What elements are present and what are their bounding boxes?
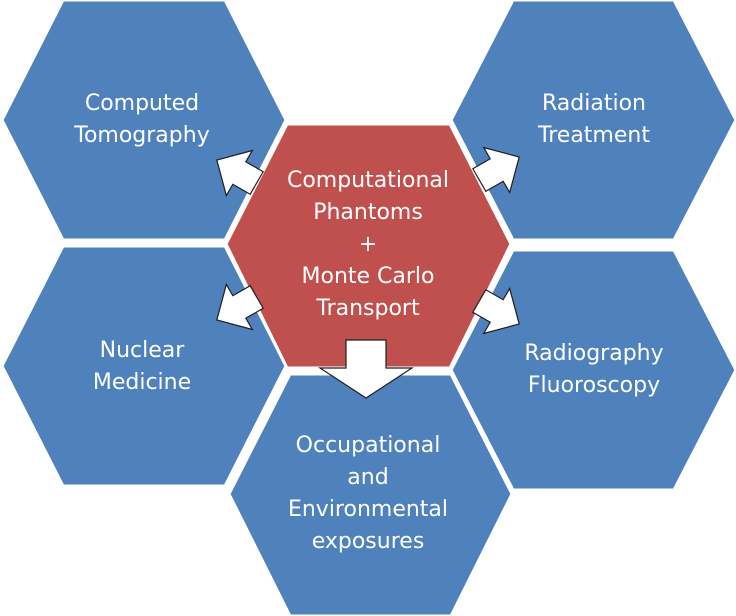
label-center: Computational Phantoms + Monte Carlo Tra… [286, 168, 449, 321]
arrow-to-radiation-treatment [472, 146, 520, 195]
arrow-to-occupational-environmental [317, 339, 415, 399]
label-occupational-environmental: Occupational and Environmental exposures [287, 433, 449, 554]
hexagon-radiation-treatment [449, 0, 736, 242]
arrow-to-radiography-fluoroscopy [472, 286, 520, 335]
label-nuclear-medicine: Nuclear Medicine [92, 338, 192, 395]
label-radiography-fluoroscopy: Radiography Fluoroscopy [524, 341, 664, 398]
arrow-to-nuclear-medicine [216, 282, 264, 331]
hexagon-occupational-environmental [227, 372, 514, 616]
hexagon-nuclear-medicine [0, 244, 288, 488]
label-radiation-treatment: Radiation Treatment [538, 91, 650, 148]
arrow-to-computed-tomography [216, 149, 264, 198]
label-computed-tomography: Computed Tomography [74, 91, 210, 148]
hexagon-computed-tomography [0, 0, 288, 242]
hexagon-radiography-fluoroscopy [449, 248, 736, 492]
hexagon-center [224, 122, 513, 370]
